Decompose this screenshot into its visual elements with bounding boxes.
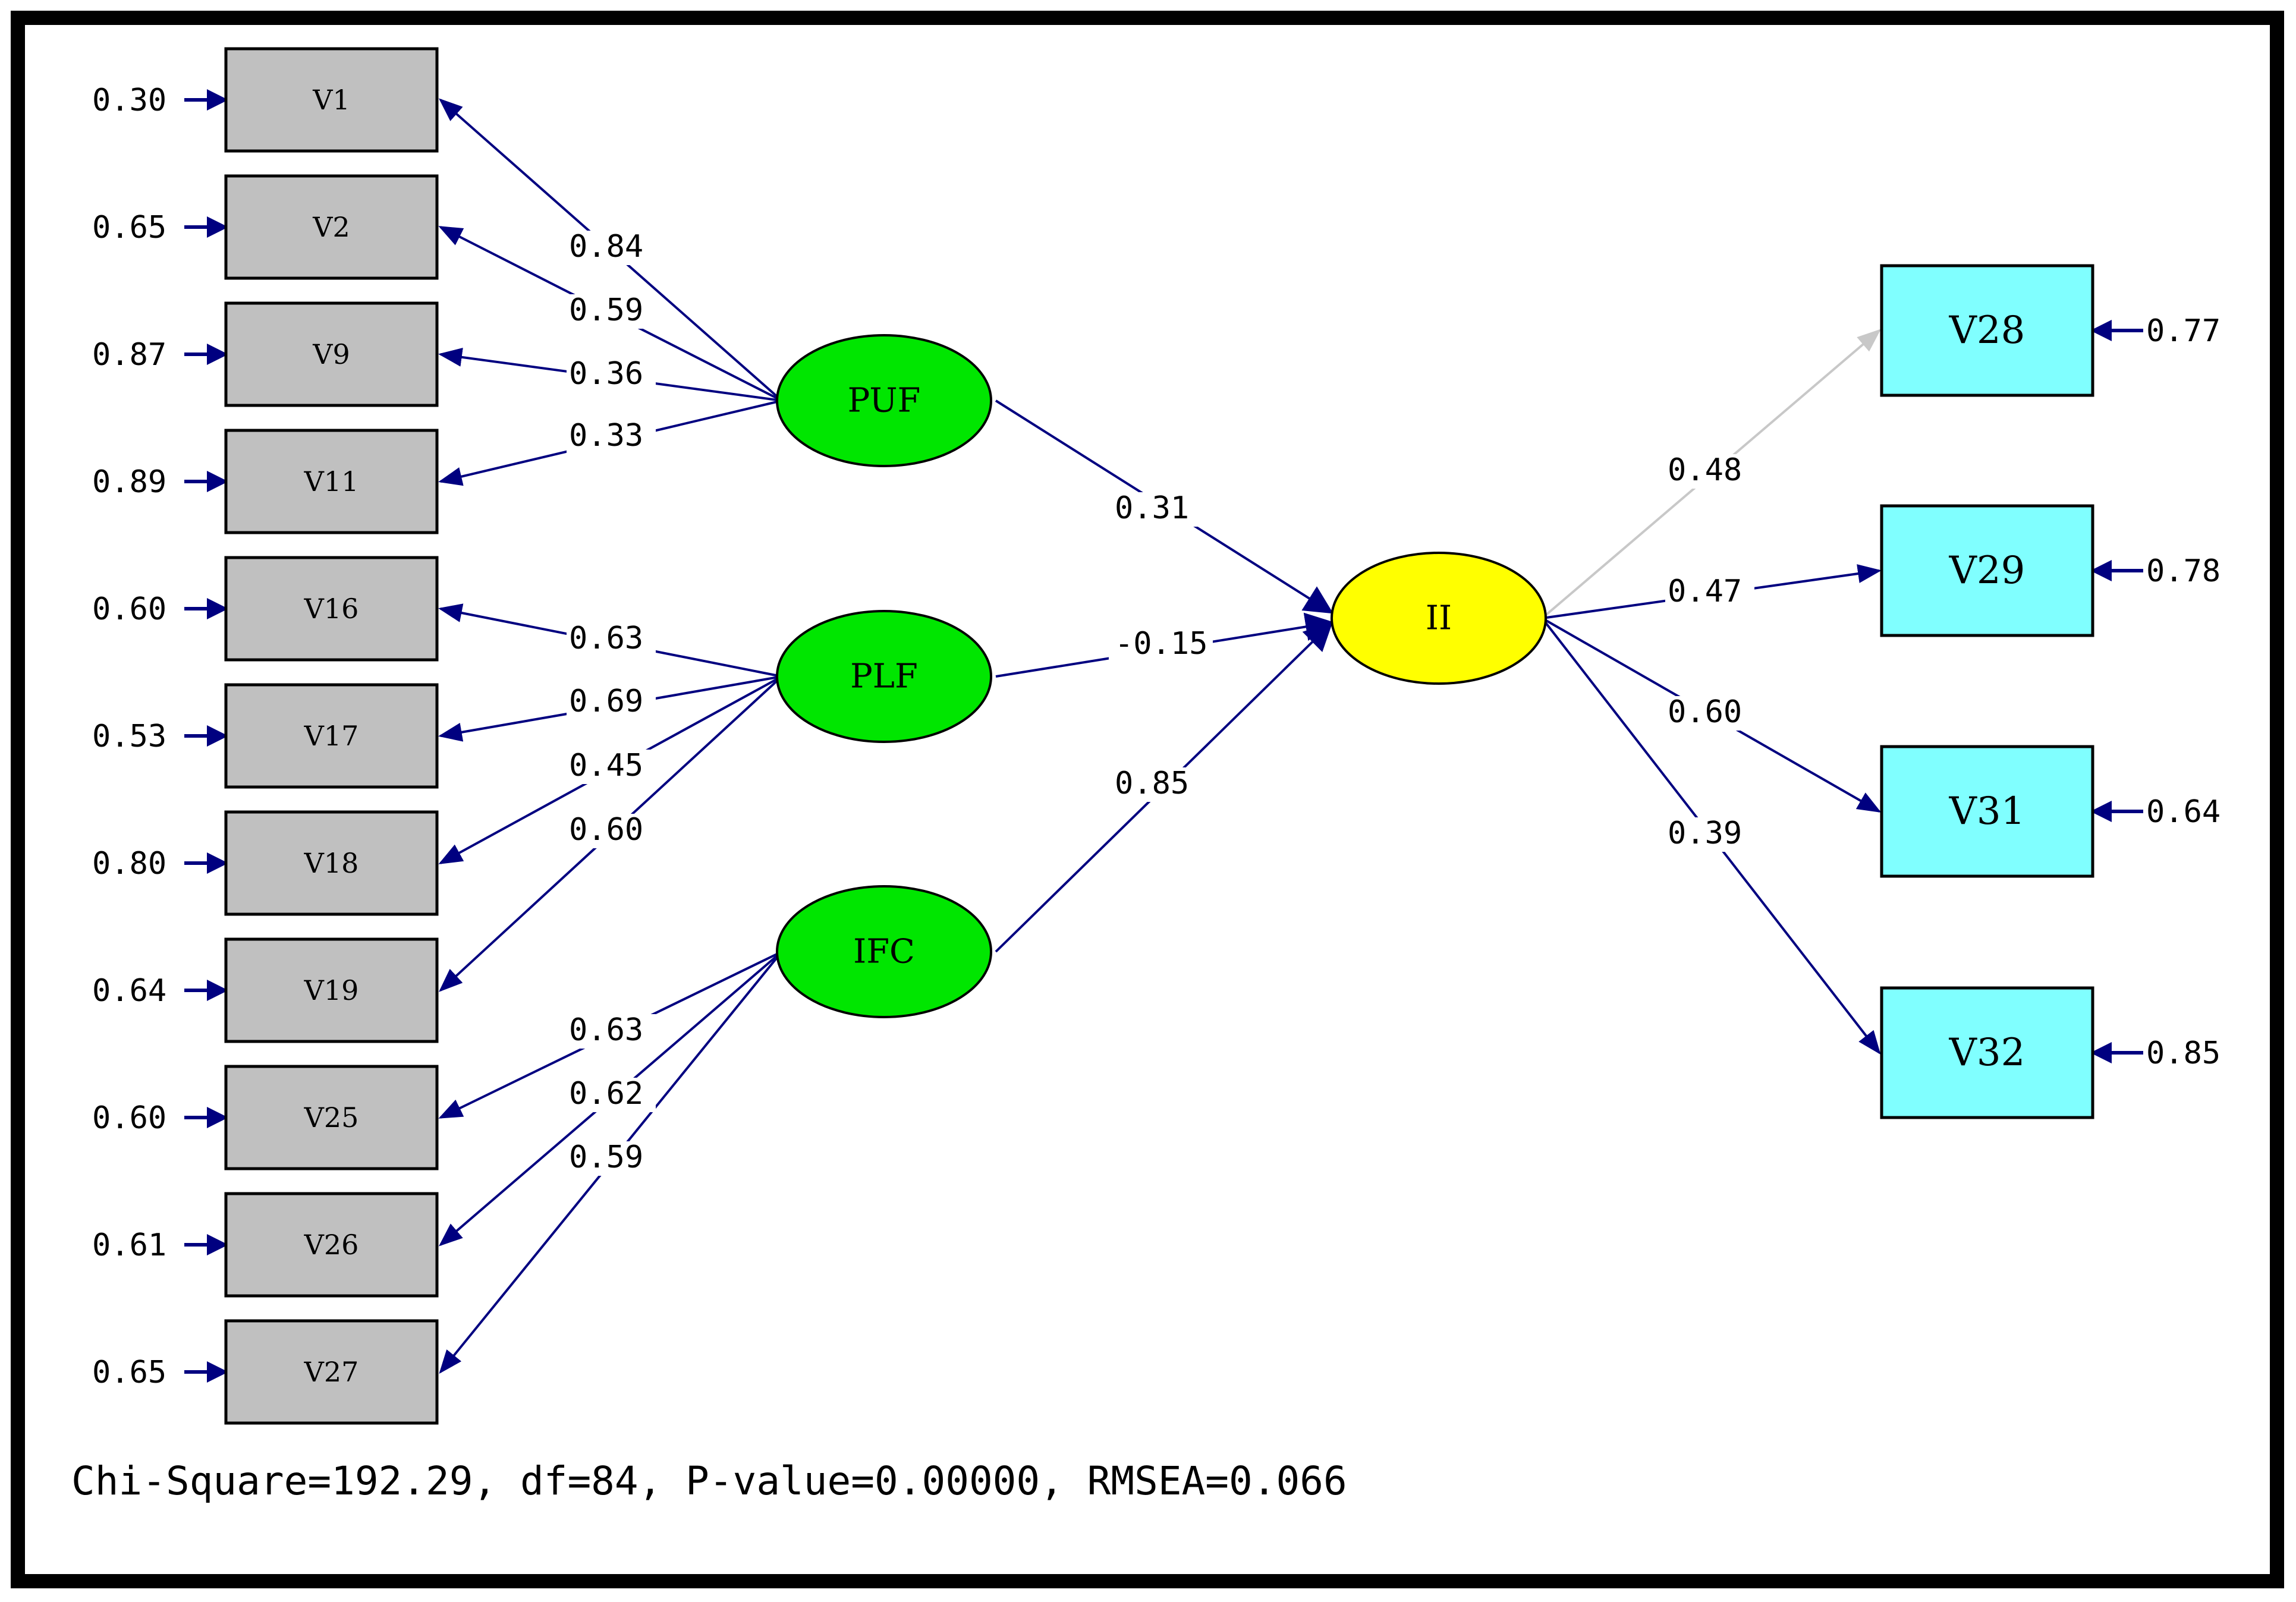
error-variance-v17: 0.53	[92, 719, 166, 754]
outcome-label-v32: V32	[1949, 1031, 2025, 1075]
indicator-box-v11	[224, 429, 439, 534]
indicator-box-v27	[224, 1319, 439, 1425]
outcome-box-v29	[1880, 504, 2094, 637]
indicator-box-v2	[224, 174, 439, 280]
error-variance-v9: 0.87	[92, 337, 166, 373]
loading-value-v2: 0.59	[569, 292, 643, 328]
outcome-value-v32: 0.39	[1668, 816, 1742, 851]
indicator-box-v25	[224, 1065, 439, 1170]
error-variance-v28: 0.77	[2146, 313, 2220, 349]
indicator-label-v19: V19	[304, 974, 359, 1006]
indicator-box-v16	[224, 556, 439, 662]
loading-value-v19: 0.60	[569, 812, 643, 848]
indicator-box-v9	[224, 301, 439, 407]
latent-label-ii: II	[1426, 599, 1452, 638]
loading-label-bg-v26	[567, 1078, 656, 1112]
error-variance-v32: 0.85	[2146, 1036, 2220, 1071]
outcome-box-v31	[1880, 745, 2094, 878]
outcome-value-v29: 0.47	[1668, 574, 1742, 609]
loading-value-v17: 0.69	[569, 684, 643, 719]
loading-label-bg-v25	[567, 1014, 656, 1049]
outcome-label-bg-v31	[1665, 696, 1754, 731]
structural-value-puf: 0.31	[1115, 490, 1189, 526]
latent-ifc	[776, 885, 992, 1018]
error-variance-v2: 0.65	[92, 210, 166, 246]
loading-value-v27: 0.59	[569, 1140, 643, 1175]
outcome-value-v28: 0.48	[1668, 452, 1742, 488]
latent-label-plf: PLF	[850, 657, 918, 696]
outcome-label-bg-v28	[1665, 454, 1754, 489]
outcome-label-v31: V31	[1949, 789, 2025, 833]
error-variance-v26: 0.61	[92, 1228, 166, 1263]
loading-label-bg-v2	[567, 294, 656, 329]
error-variance-v29: 0.78	[2146, 553, 2220, 589]
indicator-label-v16: V16	[304, 593, 359, 625]
loading-value-v9: 0.36	[569, 356, 643, 392]
error-variance-v11: 0.89	[92, 464, 166, 500]
indicator-label-v9: V9	[312, 338, 350, 370]
loading-value-v1: 0.84	[569, 229, 643, 265]
structural-value-ifc: 0.85	[1115, 766, 1189, 801]
indicator-label-v18: V18	[304, 847, 359, 879]
loading-label-bg-v18	[567, 750, 656, 784]
outcome-label-v29: V29	[1949, 549, 2025, 593]
indicator-label-v17: V17	[304, 720, 359, 752]
indicator-label-v27: V27	[304, 1356, 359, 1388]
loading-label-bg-v27	[567, 1141, 656, 1176]
indicator-box-v18	[224, 810, 439, 916]
outcome-box-v32	[1880, 986, 2094, 1119]
error-variance-v19: 0.64	[92, 973, 166, 1009]
outcome-label-bg-v29	[1665, 575, 1754, 610]
latent-label-ifc: IFC	[853, 933, 915, 971]
loading-value-v18: 0.45	[569, 748, 643, 783]
indicator-label-v26: V26	[304, 1229, 359, 1261]
fit-statistics: Chi-Square=192.29, df=84, P-value=0.0000…	[71, 1458, 1347, 1504]
loading-value-v11: 0.33	[569, 418, 643, 454]
structural-label-bg-puf	[1109, 492, 1213, 527]
loading-label-bg-v19	[567, 814, 656, 848]
outcome-value-v31: 0.60	[1668, 694, 1742, 730]
error-variance-v1: 0.30	[92, 83, 166, 118]
error-variance-v18: 0.80	[92, 846, 166, 882]
structural-label-bg-plf	[1109, 628, 1213, 662]
indicator-box-v1	[224, 47, 439, 153]
structural-label-bg-ifc	[1109, 767, 1213, 802]
indicator-label-v1: V1	[312, 84, 350, 116]
indicator-box-v26	[224, 1192, 439, 1298]
indicator-label-v2: V2	[312, 211, 350, 243]
loading-label-bg-v17	[567, 685, 656, 720]
error-variance-v16: 0.60	[92, 591, 166, 627]
error-variance-v31: 0.64	[2146, 794, 2220, 830]
outcome-label-v28: V28	[1949, 309, 2025, 352]
loading-label-bg-v16	[567, 622, 656, 657]
latent-ii	[1331, 552, 1547, 685]
latent-label-puf: PUF	[848, 382, 921, 420]
loading-label-bg-v9	[567, 358, 656, 392]
indicator-label-v11: V11	[304, 465, 359, 498]
indicator-box-v19	[224, 937, 439, 1043]
outcome-box-v28	[1880, 264, 2094, 397]
error-variance-v25: 0.60	[92, 1100, 166, 1136]
indicator-label-v25: V25	[304, 1101, 359, 1134]
loading-label-bg-v11	[567, 420, 656, 454]
loading-label-bg-v1	[567, 231, 656, 265]
indicator-box-v17	[224, 683, 439, 789]
loading-value-v26: 0.62	[569, 1076, 643, 1112]
error-variance-v27: 0.65	[92, 1355, 166, 1390]
latent-plf	[776, 610, 992, 743]
latent-puf	[776, 334, 992, 467]
loading-value-v16: 0.63	[569, 621, 643, 656]
outcome-label-bg-v32	[1665, 817, 1754, 852]
labels-layer: 0.30 0.65 0.87 0.89 0.60 0.53 0.80 0.64 0.60 0.61…	[92, 83, 2220, 1390]
structural-value-plf: -0.15	[1115, 626, 1208, 662]
loading-value-v25: 0.63	[569, 1012, 643, 1048]
